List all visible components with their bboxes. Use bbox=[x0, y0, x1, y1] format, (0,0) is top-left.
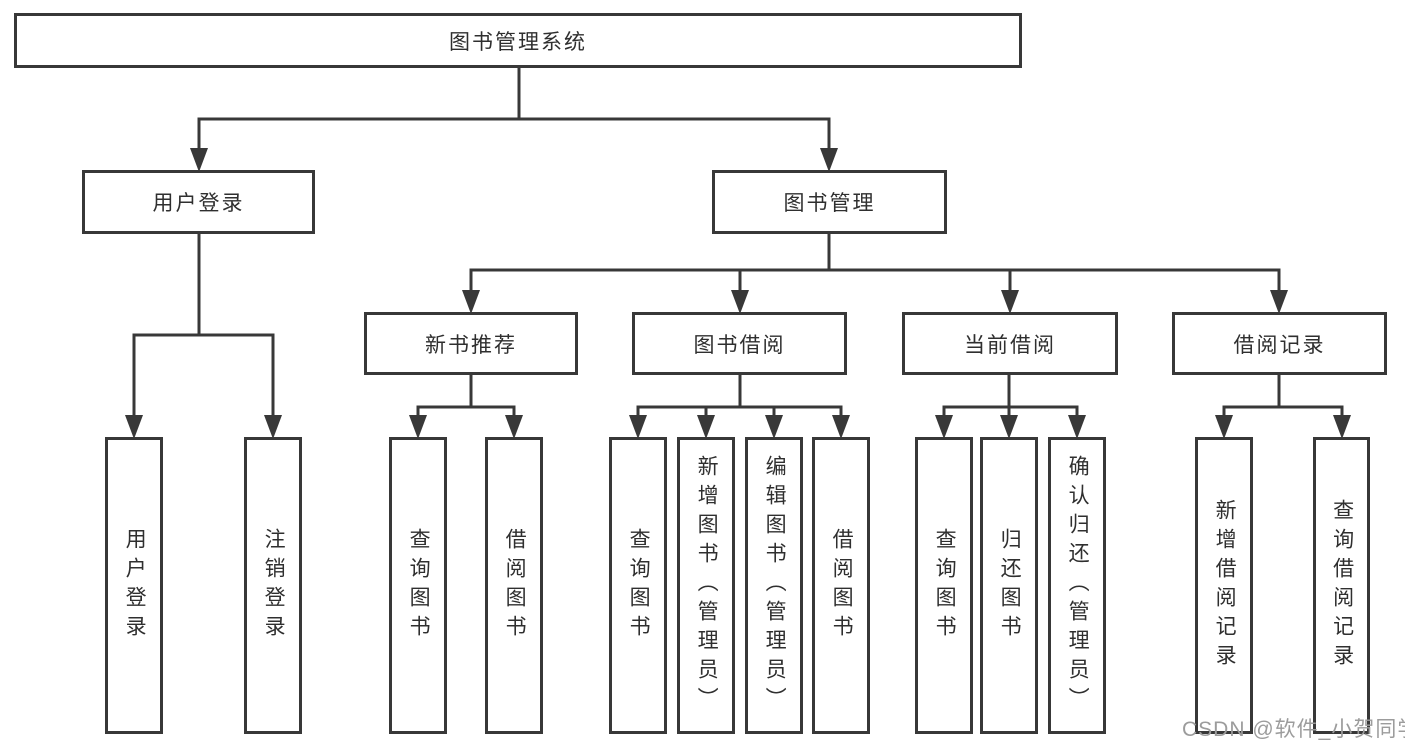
arrow-icon bbox=[1333, 415, 1351, 439]
leaf-borrowing-add-book-admin-label: 新增图书（管理员） bbox=[695, 455, 719, 716]
leaf-current-confirm-return-admin-label: 确认归还（管理员） bbox=[1066, 455, 1090, 716]
arrow-icon bbox=[935, 415, 953, 439]
leaf-current-return-book-label: 归还图书 bbox=[998, 527, 1022, 644]
arrow-icon bbox=[1270, 290, 1288, 314]
arrow-icon bbox=[697, 415, 715, 439]
connector-user-login-children bbox=[132, 234, 275, 417]
connector-root-to-level2 bbox=[197, 68, 831, 150]
leaf-user-login: 用户登录 bbox=[105, 437, 163, 734]
node-borrowing-records: 借阅记录 bbox=[1172, 312, 1387, 375]
arrow-icon bbox=[731, 290, 749, 314]
connector-borrowing-children bbox=[636, 375, 843, 417]
leaf-borrowing-borrow-book: 借阅图书 bbox=[812, 437, 870, 734]
connector-book-management-children bbox=[469, 234, 1281, 292]
node-current-borrowing: 当前借阅 bbox=[902, 312, 1118, 375]
arrow-icon bbox=[1000, 415, 1018, 439]
leaf-current-confirm-return-admin: 确认归还（管理员） bbox=[1048, 437, 1106, 734]
arrow-icon bbox=[462, 290, 480, 314]
node-root: 图书管理系统 bbox=[14, 13, 1022, 68]
leaf-records-query-record: 查询借阅记录 bbox=[1313, 437, 1370, 734]
node-new-book-recommend-label: 新书推荐 bbox=[425, 333, 517, 357]
leaf-user-login-label: 用户登录 bbox=[123, 527, 147, 644]
leaf-current-query-book: 查询图书 bbox=[915, 437, 973, 734]
leaf-records-query-record-label: 查询借阅记录 bbox=[1330, 498, 1354, 673]
leaf-recommend-query-book-label: 查询图书 bbox=[407, 527, 431, 644]
leaf-borrowing-edit-book-admin: 编辑图书（管理员） bbox=[745, 437, 803, 734]
arrowheads bbox=[125, 148, 1351, 439]
arrow-icon bbox=[765, 415, 783, 439]
arrow-icon bbox=[505, 415, 523, 439]
node-new-book-recommend: 新书推荐 bbox=[364, 312, 578, 375]
node-book-borrowing-label: 图书借阅 bbox=[693, 333, 786, 357]
node-user-login: 用户登录 bbox=[82, 170, 315, 234]
connector-current-children bbox=[942, 375, 1079, 417]
arrow-icon bbox=[1215, 415, 1233, 439]
leaf-borrowing-query-book: 查询图书 bbox=[609, 437, 667, 734]
node-current-borrowing-label: 当前借阅 bbox=[964, 333, 1056, 357]
node-book-borrowing: 图书借阅 bbox=[632, 312, 847, 375]
leaf-recommend-borrow-book-label: 借阅图书 bbox=[503, 527, 527, 644]
leaf-borrowing-borrow-book-label: 借阅图书 bbox=[830, 527, 854, 644]
leaf-recommend-borrow-book: 借阅图书 bbox=[485, 437, 543, 734]
arrow-icon bbox=[820, 148, 838, 172]
node-root-label: 图书管理系统 bbox=[449, 30, 587, 54]
node-book-management: 图书管理 bbox=[712, 170, 947, 234]
node-user-login-label: 用户登录 bbox=[152, 192, 245, 215]
arrow-icon bbox=[629, 415, 647, 439]
leaf-records-add-record: 新增借阅记录 bbox=[1195, 437, 1253, 734]
leaf-recommend-query-book: 查询图书 bbox=[389, 437, 447, 734]
leaf-current-query-book-label: 查询图书 bbox=[933, 527, 957, 644]
connector-records-children bbox=[1222, 375, 1344, 417]
node-borrowing-records-label: 借阅记录 bbox=[1233, 333, 1326, 357]
arrow-icon bbox=[264, 415, 282, 439]
leaf-borrowing-query-book-label: 查询图书 bbox=[627, 527, 651, 644]
arrow-icon bbox=[832, 415, 850, 439]
leaf-logout: 注销登录 bbox=[244, 437, 302, 734]
node-book-management-label: 图书管理 bbox=[783, 192, 876, 215]
arrow-icon bbox=[1068, 415, 1086, 439]
arrow-icon bbox=[125, 415, 143, 439]
leaf-current-return-book: 归还图书 bbox=[980, 437, 1038, 734]
watermark: CSDN @软件_小贺同学 bbox=[1182, 718, 1405, 741]
arrow-icon bbox=[409, 415, 427, 439]
leaf-borrowing-add-book-admin: 新增图书（管理员） bbox=[677, 437, 735, 734]
connector-recommend-children bbox=[416, 375, 516, 417]
arrow-icon bbox=[190, 148, 208, 172]
arrow-icon bbox=[1001, 290, 1019, 314]
leaf-borrowing-edit-book-admin-label: 编辑图书（管理员） bbox=[763, 455, 787, 716]
leaf-logout-label: 注销登录 bbox=[262, 527, 286, 644]
leaf-records-add-record-label: 新增借阅记录 bbox=[1213, 498, 1237, 673]
